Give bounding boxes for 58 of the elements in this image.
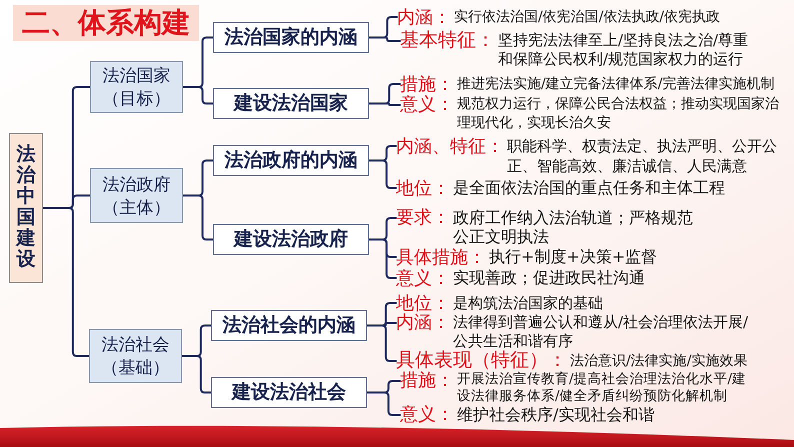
bracket-line — [368, 36, 401, 42]
term-label: 具体措施： — [396, 247, 487, 267]
term-definition: 法律得到普遍公认和遵从/社会治理依法开展/公共生活和谐有序 — [453, 313, 750, 350]
term-label: 内涵： — [397, 7, 452, 27]
term-definition: 开展法治宣传教育/提高社会治理法治化水平/建设法律服务体系/健全矛盾纠纷预防化解机制 — [457, 371, 748, 405]
topic-box — [213, 88, 369, 119]
category-label: 法治国家（目标） — [102, 65, 172, 110]
term-definition: 实行依法治国/依宪治国/依法执政/依宪执政 — [454, 8, 722, 27]
term-label: 要求： — [396, 208, 451, 227]
term-definition: 实现善政；促进政民社沟通 — [453, 268, 646, 288]
term-definition: 维护社会秩序/实现社会和谐 — [457, 405, 656, 424]
bracket-line — [366, 324, 397, 362]
bracket-line — [368, 102, 401, 106]
term-definition: 职能科学、权责法定、执法严明、公开公正、智能高效、廉洁诚信、人民满意 — [507, 136, 778, 176]
topic-label: 建设法治社会 — [232, 380, 346, 404]
term-label: 措施： — [400, 74, 455, 94]
topic-label: 法治社会的内涵 — [222, 314, 356, 338]
term-definition: 坚持宪法法律至上/坚持良法之治/尊重和保障公民权利/规范国家权力的运行 — [498, 31, 750, 69]
topic-box — [211, 377, 367, 408]
term-definition: 政府工作纳入法治轨道；严格规范公正文明执法 — [453, 208, 694, 246]
bracket-line — [182, 194, 214, 240]
term-definition: 执行+制度+决策+监督 — [489, 247, 658, 267]
topic-label: 法治国家的内涵 — [224, 26, 358, 50]
category-box — [90, 168, 183, 223]
term-label: 内涵： — [396, 313, 451, 332]
term-label: 地位： — [396, 178, 451, 198]
bracket-line — [368, 238, 397, 279]
term-definition: 是构筑法治国家的基础 — [453, 293, 604, 313]
term-definition: 法治意识/法律实施/实施效果 — [570, 352, 748, 371]
term-label: 基本特征： — [400, 31, 496, 50]
term-definition: 推进宪法实施/建立完备法律体系/完善法律实施机制 — [457, 75, 776, 94]
term-label: 意义： — [396, 268, 451, 288]
topic-box — [213, 22, 369, 53]
bracket-line — [181, 355, 212, 394]
category-label: 法治社会（基础） — [100, 334, 170, 379]
term-definition: 是全面依法治国的重点任务和主体工程 — [453, 178, 726, 198]
topic-label: 建设法治政府 — [234, 228, 348, 252]
bracket-line — [182, 86, 214, 104]
term-label: 意义： — [400, 405, 455, 424]
vertical-title: 法治中国建设 — [16, 145, 36, 271]
topic-label: 法治政府的内涵 — [224, 148, 358, 172]
term-definition: 规范权力运行，保障公民合法权益；推动实现国家治理现代化，实现长治久安 — [457, 95, 780, 133]
topic-label: 建设法治国家 — [234, 92, 348, 116]
topic-box — [213, 145, 369, 176]
category-label: 法治政府（主体） — [102, 174, 172, 218]
topic-box — [213, 224, 369, 255]
term-label: 地位： — [396, 293, 451, 313]
topic-box — [211, 310, 367, 341]
term-label: 意义： — [400, 95, 455, 114]
bracket-line — [366, 392, 401, 416]
term-label: 具体表现（特征）： — [396, 351, 568, 371]
section-title: 二、体系构建 — [13, 5, 199, 41]
term-label: 措施： — [400, 371, 455, 389]
term-label: 内涵、特征： — [396, 136, 505, 156]
root-concept-box — [9, 133, 43, 283]
category-box — [90, 61, 183, 113]
category-box — [89, 329, 182, 383]
bracket-line — [42, 207, 90, 357]
